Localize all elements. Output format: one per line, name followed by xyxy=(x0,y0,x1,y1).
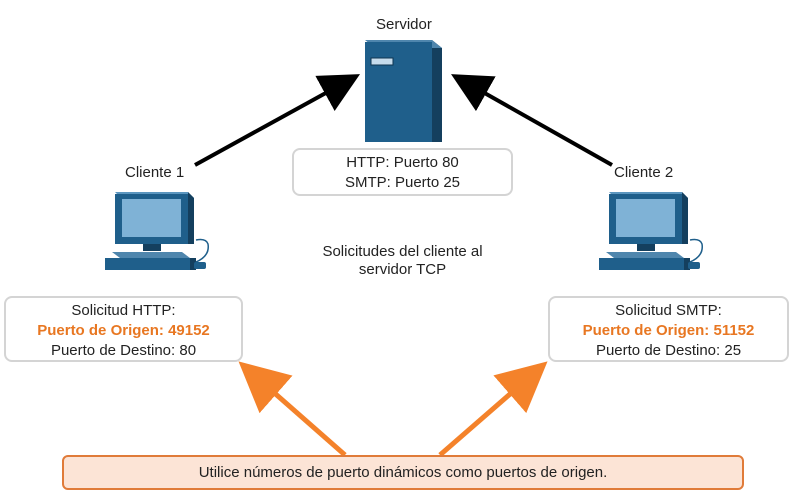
center-caption: Solicitudes del cliente al servidor TCP xyxy=(322,243,483,278)
server-port-http: HTTP: Puerto 80 xyxy=(346,154,459,171)
client1-source-port: Puerto de Origen: 49152 xyxy=(37,322,210,339)
server-port-smtp: SMTP: Puerto 25 xyxy=(344,174,461,191)
arrow-note-to-client1 xyxy=(238,361,347,457)
server-icon xyxy=(365,40,442,142)
dynamic-ports-note: Utilice números de puerto dinámicos como… xyxy=(62,455,744,490)
arrow-client2-to-server xyxy=(451,74,613,167)
computer-icon-client1 xyxy=(105,192,209,270)
client2-source-port: Puerto de Origen: 51152 xyxy=(582,322,755,339)
arrow-note-to-client2 xyxy=(438,361,548,457)
server-ports-box: HTTP: Puerto 80 SMTP: Puerto 25 xyxy=(292,148,513,196)
client1-request-title: Solicitud HTTP: xyxy=(71,302,176,319)
client1-label: Cliente 1 xyxy=(125,164,185,181)
client2-request-box: Solicitud SMTP: Puerto de Origen: 51152 … xyxy=(548,296,789,362)
client2-request-title: Solicitud SMTP: xyxy=(615,302,722,319)
arrow-client1-to-server xyxy=(194,74,361,167)
computer-icon-client2 xyxy=(599,192,703,270)
client1-request-box: Solicitud HTTP: Puerto de Origen: 49152 … xyxy=(4,296,243,362)
server-label: Servidor xyxy=(376,16,432,33)
client1-dest-port: Puerto de Destino: 80 xyxy=(50,342,197,359)
client2-label: Cliente 2 xyxy=(614,164,674,181)
client2-dest-port: Puerto de Destino: 25 xyxy=(595,342,742,359)
